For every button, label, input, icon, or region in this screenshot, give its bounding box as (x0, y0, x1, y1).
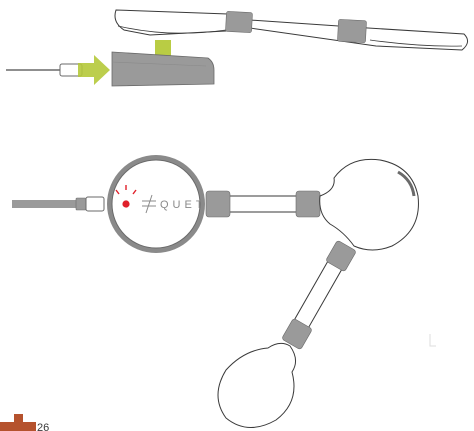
hinge-band-2 (295, 190, 321, 218)
device-upper-arm-edge (117, 25, 227, 34)
logo-mark-stroke (145, 194, 153, 214)
hinge-band-3 (326, 240, 356, 272)
faint-marker (429, 334, 436, 347)
device-lower-arm-edge (369, 39, 463, 47)
lobe-upper-right (319, 158, 419, 251)
usb-plug (85, 196, 105, 212)
led-glow-tick (115, 189, 120, 195)
hinge-band-left (225, 11, 253, 33)
lobe-upper-right-detail (397, 170, 416, 197)
charging-base (111, 51, 215, 87)
usb-cable (12, 200, 78, 208)
corner-mark: 26 (0, 414, 49, 431)
hinge-band-1 (205, 190, 231, 218)
folded-device-side-view (114, 9, 468, 51)
lobe-lower (217, 342, 296, 428)
insert-right-arrow (78, 55, 110, 85)
unfolded-device-top-view (12, 155, 419, 428)
charging-ring-inner (111, 159, 201, 249)
usb-cable-collar (75, 197, 87, 211)
hinge-band-right (337, 19, 367, 43)
led-dot (122, 200, 130, 208)
brand-logo: QUET (142, 194, 207, 214)
brand-text: QUET (160, 199, 207, 211)
corner-mark-bar-vertical (14, 414, 23, 431)
status-led (115, 185, 137, 208)
charging-base-shade (111, 61, 207, 67)
corner-number: 26 (37, 422, 49, 431)
hinge-band-4 (282, 318, 312, 350)
led-glow-tick (132, 189, 137, 195)
